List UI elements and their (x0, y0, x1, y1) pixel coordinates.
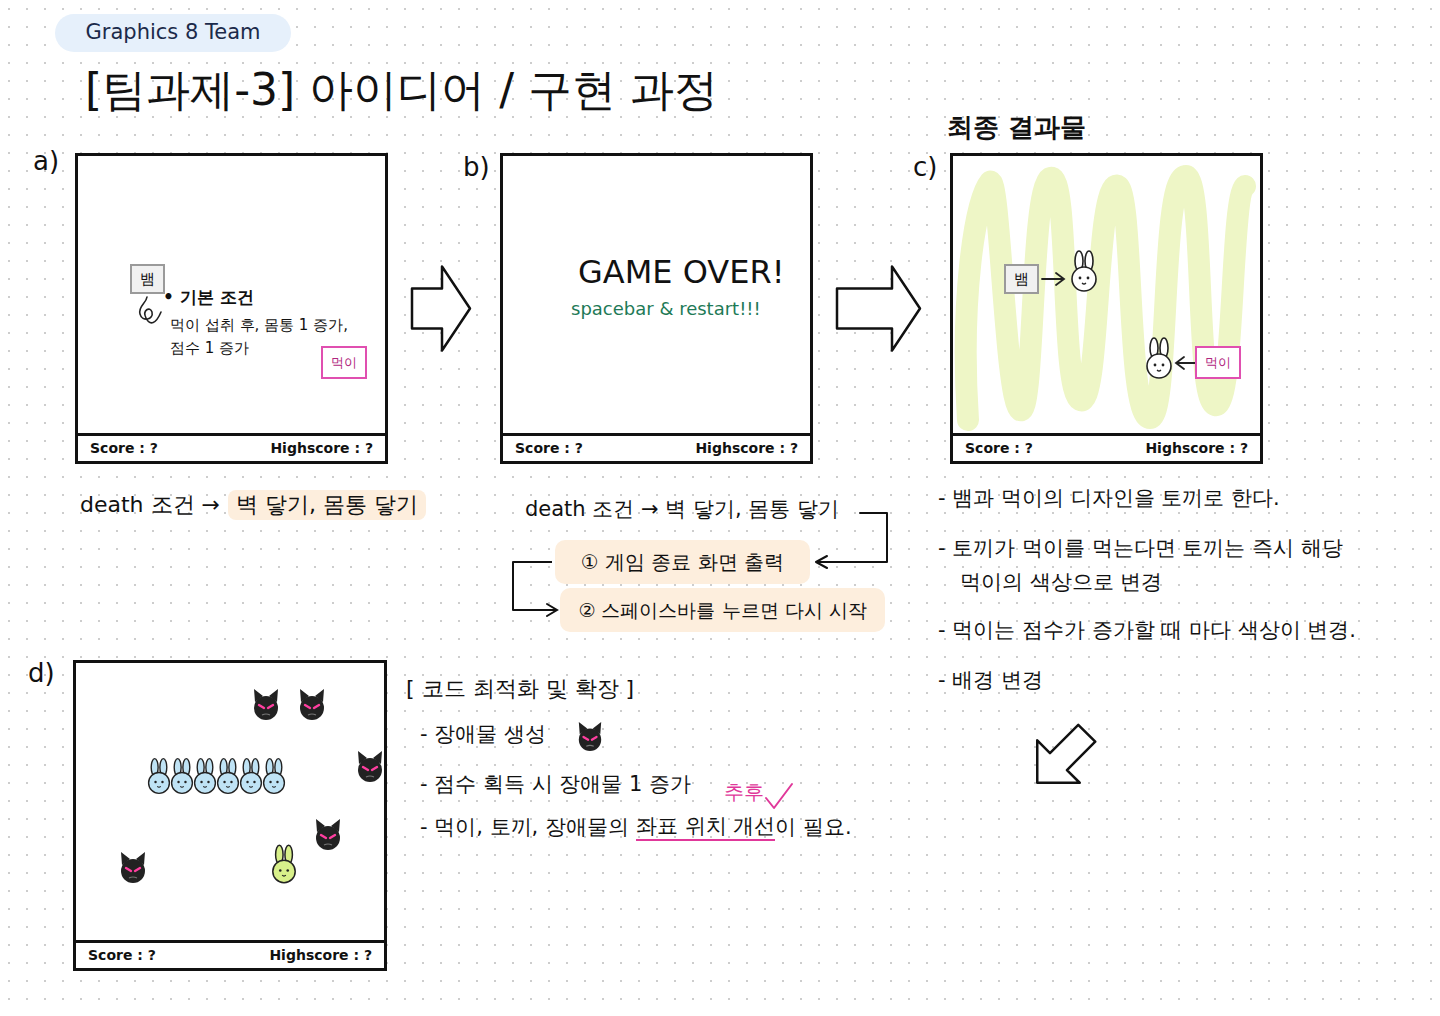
game-panel: b)GAME OVER!spacebar & restart!!!Score :… (500, 153, 813, 464)
obstacle-devil (358, 751, 382, 782)
box-label: 뱀 (1014, 270, 1029, 288)
block-arrow (412, 267, 470, 351)
underlined-text: 좌표 위치 개선 (636, 814, 775, 841)
team-name: Graphics 8 Team (86, 20, 261, 45)
highscore-text: Highscore : ? (1145, 440, 1248, 457)
rabbit-snake (1072, 251, 1096, 291)
later-mark: 추후 (724, 780, 764, 804)
highscore-text: Highscore : ? (269, 947, 372, 964)
box-label: 뱀 (140, 270, 155, 288)
step-text: ② 스페이스바를 누르면 다시 시작 (578, 599, 866, 622)
curl-stroke (140, 297, 161, 323)
note-text: - 토끼가 먹이를 먹는다면 토끼는 즉시 해당 먹이의 색상으로 변경 (938, 532, 1370, 599)
panel-ground (75, 153, 388, 464)
panel-ground (500, 153, 813, 464)
section-heading: [ 코드 최적화 및 확장 ] (406, 676, 634, 702)
score-bar: Score : ? Highscore : ? (78, 433, 385, 461)
panel-letter: c) (913, 152, 937, 183)
note-text: - 배경 변경 (938, 668, 1043, 693)
step-highlight: ① 게임 종료 화면 출력 (555, 540, 810, 584)
background-scribble (966, 176, 1245, 420)
connector (412, 267, 470, 351)
food-box: 먹이 (321, 346, 367, 379)
rabbit-food (273, 845, 295, 882)
rabbit-body (172, 759, 193, 794)
rabbit-body (241, 759, 262, 794)
condition-text: death 조건 → 벽 닿기, 몸통 닿기 (525, 497, 839, 522)
note-text: - 점수 획득 시 장애물 1 증가 (420, 772, 691, 797)
rabbit-body (149, 759, 170, 794)
label-row: - 먹이, 토끼, 장애물의 좌표 위치 개선이 필요. (420, 814, 852, 841)
score-bar: Score : ? Highscore : ? (76, 940, 384, 968)
connector (837, 267, 920, 351)
connector (513, 562, 557, 616)
bracket-line (513, 562, 557, 610)
obstacle-devil (300, 689, 324, 720)
condition-text: death 조건 → (80, 492, 220, 518)
label-row: death 조건 → 벽 닿기, 몸통 닿기 (80, 490, 426, 520)
score-bar: Score : ? Highscore : ? (503, 433, 810, 461)
team-pill: Graphics 8 Team (55, 14, 291, 52)
rabbit-body (195, 759, 216, 794)
note-heading: • 기본 조건 (163, 287, 254, 307)
arrow-head (547, 604, 557, 616)
panel-ground (73, 660, 387, 971)
score-text: Score : ? (88, 947, 156, 964)
panel-heading: 최종 결과물 (947, 112, 1086, 143)
obstacle-devil (121, 852, 145, 883)
note-text: - 뱀과 먹이의 디자인을 토끼로 한다. (938, 486, 1280, 511)
rabbit-body (264, 759, 285, 794)
panel-letter: d) (28, 658, 55, 689)
restart-text: spacebar & restart!!! (571, 298, 761, 320)
rabbit-food (1147, 338, 1171, 378)
obstacle-devil (254, 689, 278, 720)
game-panel: a)• 기본 조건먹이 섭취 후, 몸통 1 증가, 점수 1 증가뱀먹이Sco… (75, 153, 388, 464)
note-text: - 장애물 생성 (420, 722, 546, 747)
box-label: 먹이 (1205, 355, 1231, 371)
block-arrow (837, 267, 920, 351)
page-title: [팀과제-3] 아이디어 / 구현 과정 (85, 64, 718, 117)
score-text: Score : ? (515, 440, 583, 457)
obstacle-icon (579, 722, 601, 751)
rabbit-body (218, 759, 239, 794)
game-panel: d)Score : ?Highscore : ? (73, 660, 387, 971)
highlight-text: 벽 닿기, 몸통 닿기 (228, 490, 426, 520)
note-text: 이 필요. (775, 815, 851, 840)
step-highlight: ② 스페이스바를 누르면 다시 시작 (560, 588, 885, 632)
snake-box: 뱀 (1004, 264, 1039, 294)
game-panel: c)최종 결과물뱀먹이Score : ?Highscore : ? (950, 153, 1263, 464)
score-bar: Score : ? Highscore : ? (953, 433, 1260, 461)
obstacle-devil (316, 819, 340, 850)
bracket-arrow (816, 513, 887, 568)
box-label: 먹이 (331, 355, 357, 371)
step-text: ① 게임 종료 화면 출력 (581, 550, 784, 574)
highscore-text: Highscore : ? (695, 440, 798, 457)
snake-box: 뱀 (130, 264, 165, 294)
score-text: Score : ? (90, 440, 158, 457)
panel-letter: b) (463, 152, 490, 183)
note-text: - 먹이, 토끼, 장애물의 (420, 815, 629, 840)
score-text: Score : ? (965, 440, 1033, 457)
check-mark (766, 784, 792, 808)
game-over-text: GAME OVER! (578, 253, 784, 291)
note-text: - 먹이는 점수가 증가할 때 마다 색상이 변경. (938, 618, 1356, 643)
highscore-text: Highscore : ? (270, 440, 373, 457)
panel-ground (950, 153, 1263, 464)
food-box: 먹이 (1195, 346, 1241, 379)
pointer-arrow (1042, 273, 1198, 369)
block-arrow (1016, 712, 1108, 804)
panel-letter: a) (33, 146, 59, 177)
